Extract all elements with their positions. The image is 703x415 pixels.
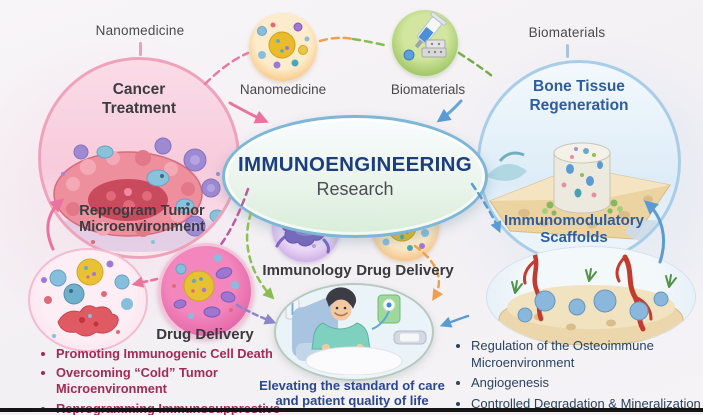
bone-regeneration-label: Bone Tissue Regeneration	[529, 78, 629, 115]
nanomedicine-circle	[249, 13, 317, 81]
link-biomaterials-to-bone	[457, 51, 494, 78]
tag-biomaterials: Biomaterials	[528, 25, 606, 40]
page-subtitle: Research	[316, 179, 394, 199]
immunomodulatory-scaffolds-label: Immunomodulatory Scaffolds	[503, 212, 644, 246]
link-nano-biomaterials-green	[351, 37, 390, 48]
syringe-biomaterials-icon	[403, 11, 447, 61]
biomaterials-circle	[392, 10, 458, 76]
bone-bullet-list: Regulation of the Osteoimmune Microenvir…	[455, 338, 703, 415]
immunology-label: Immunology	[262, 262, 352, 279]
cancer-treatment-circle: Cancer Treatment	[38, 57, 240, 259]
patient-bed-illustration	[276, 285, 428, 376]
vascularized-scaffold-illustration	[498, 252, 684, 346]
reprogram-tumor-label: Reprogram Tumor Microenvironment	[79, 203, 205, 235]
arrow-scaffold-to-patient	[439, 314, 470, 328]
nanoparticle-drug-icon	[172, 254, 239, 319]
link-nano-biomaterials-orange	[318, 36, 355, 43]
tumor-illustration	[50, 137, 226, 252]
patient-caption: Elevating the standard of care and patie…	[259, 378, 445, 409]
bottom-border-line	[0, 408, 703, 412]
tag-nanomedicine-connector	[139, 42, 142, 56]
patient-oval	[274, 283, 434, 381]
drug-delivery-left-circle	[158, 243, 254, 339]
list-item: Overcoming “Cold” Tumor Microenvironment	[56, 365, 306, 397]
cancer-treatment-label: Cancer Treatment	[101, 81, 177, 118]
arrow-bone-to-center	[436, 99, 463, 123]
reprogrammed-cells-circle	[28, 248, 148, 352]
center-title-oval: IMMUNOENGINEERING Research	[222, 115, 488, 238]
tag-biomaterials-connector	[566, 44, 569, 58]
nanomedicine-icon-label: Nanomedicine	[239, 82, 327, 97]
list-item: Regulation of the Osteoimmune Microenvir…	[471, 338, 703, 372]
drug-delivery-left-label: Drug Delivery	[156, 326, 254, 343]
cells-illustration	[41, 258, 133, 338]
list-item: Controlled Degradation & Mineralization	[471, 396, 703, 413]
page-title: IMMUNOENGINEERING	[237, 153, 473, 176]
nanoparticle-icon	[257, 22, 310, 69]
bone-scaffold-illustration	[487, 142, 674, 242]
drug-delivery-center-label: Drug Delivery	[356, 262, 454, 279]
list-item: Promoting Immunogenic Cell Death	[56, 346, 306, 362]
tag-nanomedicine: Nanomedicine	[95, 23, 185, 38]
vascularized-scaffold-oval	[486, 246, 696, 348]
list-item: Angiogenesis	[471, 375, 703, 392]
biomaterials-icon-label: Biomaterials	[390, 82, 466, 97]
